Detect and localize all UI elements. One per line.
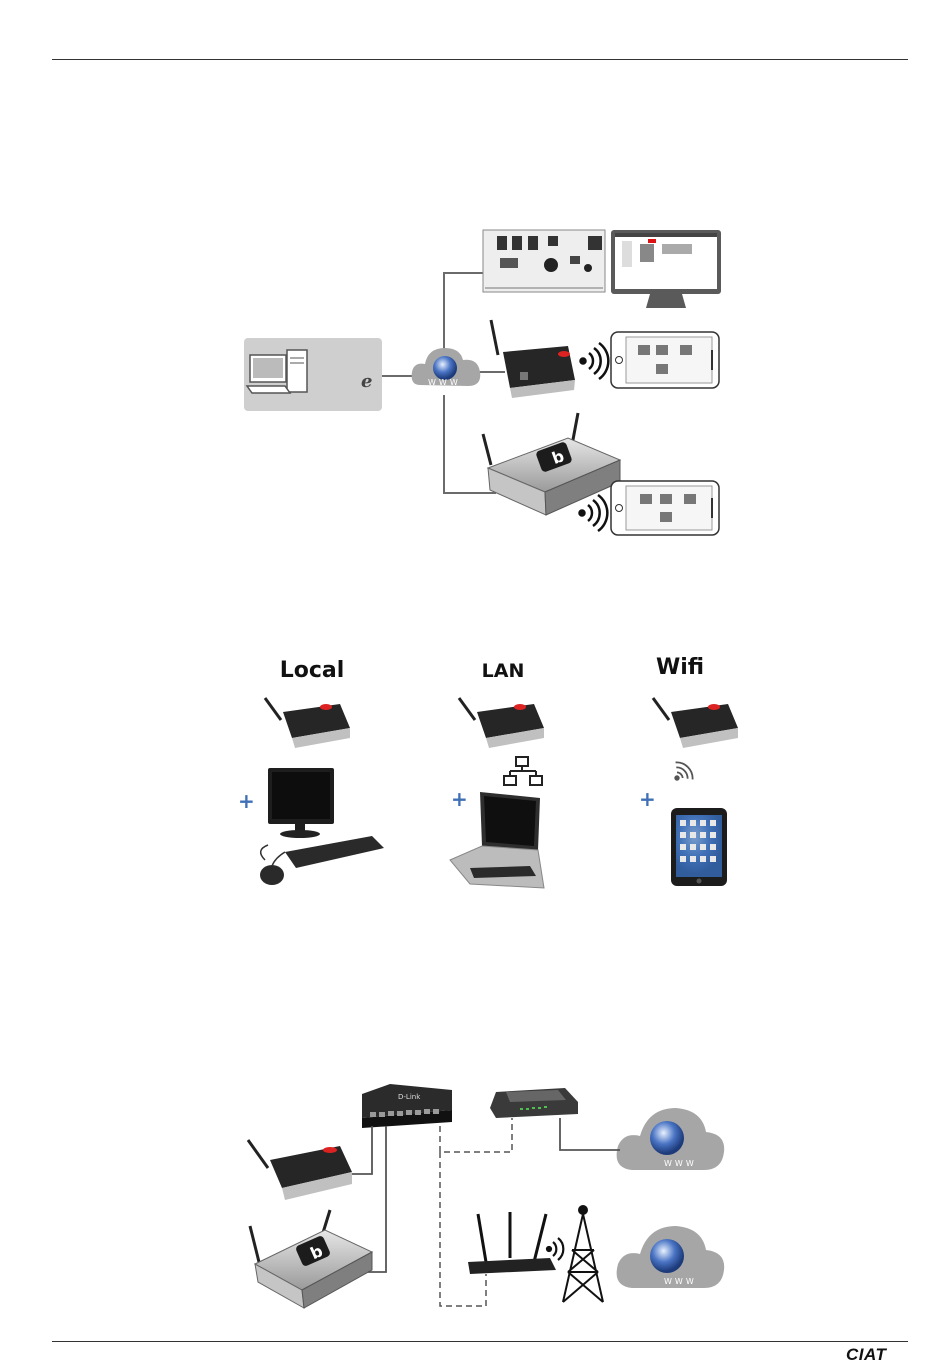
desktop-computer-icon bbox=[247, 350, 307, 393]
pc-panel: e bbox=[244, 338, 382, 411]
monitor-icon bbox=[611, 230, 721, 308]
internet-cloud-icon: WWW bbox=[412, 348, 481, 387]
internet-cloud-icon: WWW bbox=[617, 1226, 725, 1288]
boss-mini-device bbox=[248, 1140, 352, 1200]
tablet-landscape-icon bbox=[611, 332, 719, 388]
tablet-landscape-icon bbox=[611, 481, 719, 535]
network-switch-icon: D-Link bbox=[362, 1084, 452, 1128]
boss-gateway-device: b bbox=[483, 413, 620, 515]
antenna-tower-icon bbox=[563, 1206, 603, 1302]
switch-brand-label: D-Link bbox=[398, 1093, 421, 1101]
boss-mini-device bbox=[491, 320, 575, 398]
keyboard-icon bbox=[285, 836, 384, 868]
mode-title-lan: LAN bbox=[433, 660, 573, 682]
wifi-router-icon bbox=[468, 1212, 556, 1274]
boss-mini-device bbox=[459, 698, 544, 748]
boss-gateway-device: b bbox=[250, 1210, 372, 1308]
boss-mini-device bbox=[653, 698, 738, 748]
ciat-logo: CIAT bbox=[846, 1345, 886, 1365]
cloud-label: WWW bbox=[664, 1159, 697, 1168]
wifi-signal-icon bbox=[580, 495, 608, 531]
plus-icon: + bbox=[451, 787, 468, 811]
dashed-links bbox=[440, 1118, 512, 1306]
mode-title-local: Local bbox=[242, 658, 382, 683]
footer-rule bbox=[52, 1341, 908, 1342]
wifi-signal-icon bbox=[675, 759, 696, 780]
cloud-label: WWW bbox=[664, 1277, 697, 1286]
plus-icon: + bbox=[639, 787, 656, 811]
wifi-signal-icon bbox=[547, 1238, 563, 1260]
mouse-icon bbox=[260, 845, 285, 885]
network-icon bbox=[504, 757, 542, 785]
plus-icon: + bbox=[238, 789, 255, 813]
desktop-monitor-icon bbox=[268, 768, 334, 838]
internet-cloud-icon: WWW bbox=[617, 1108, 725, 1170]
cloud-label: WWW bbox=[428, 378, 461, 387]
modem-icon bbox=[490, 1088, 578, 1118]
wifi-signal-icon bbox=[581, 343, 609, 379]
tablet-portrait-icon bbox=[671, 808, 727, 886]
mode-title-wifi: Wifi bbox=[610, 655, 750, 680]
controller-board bbox=[483, 230, 605, 292]
boss-mini-device bbox=[265, 698, 350, 748]
ie-browser-icon: e bbox=[361, 371, 372, 392]
network-links bbox=[352, 1118, 620, 1272]
